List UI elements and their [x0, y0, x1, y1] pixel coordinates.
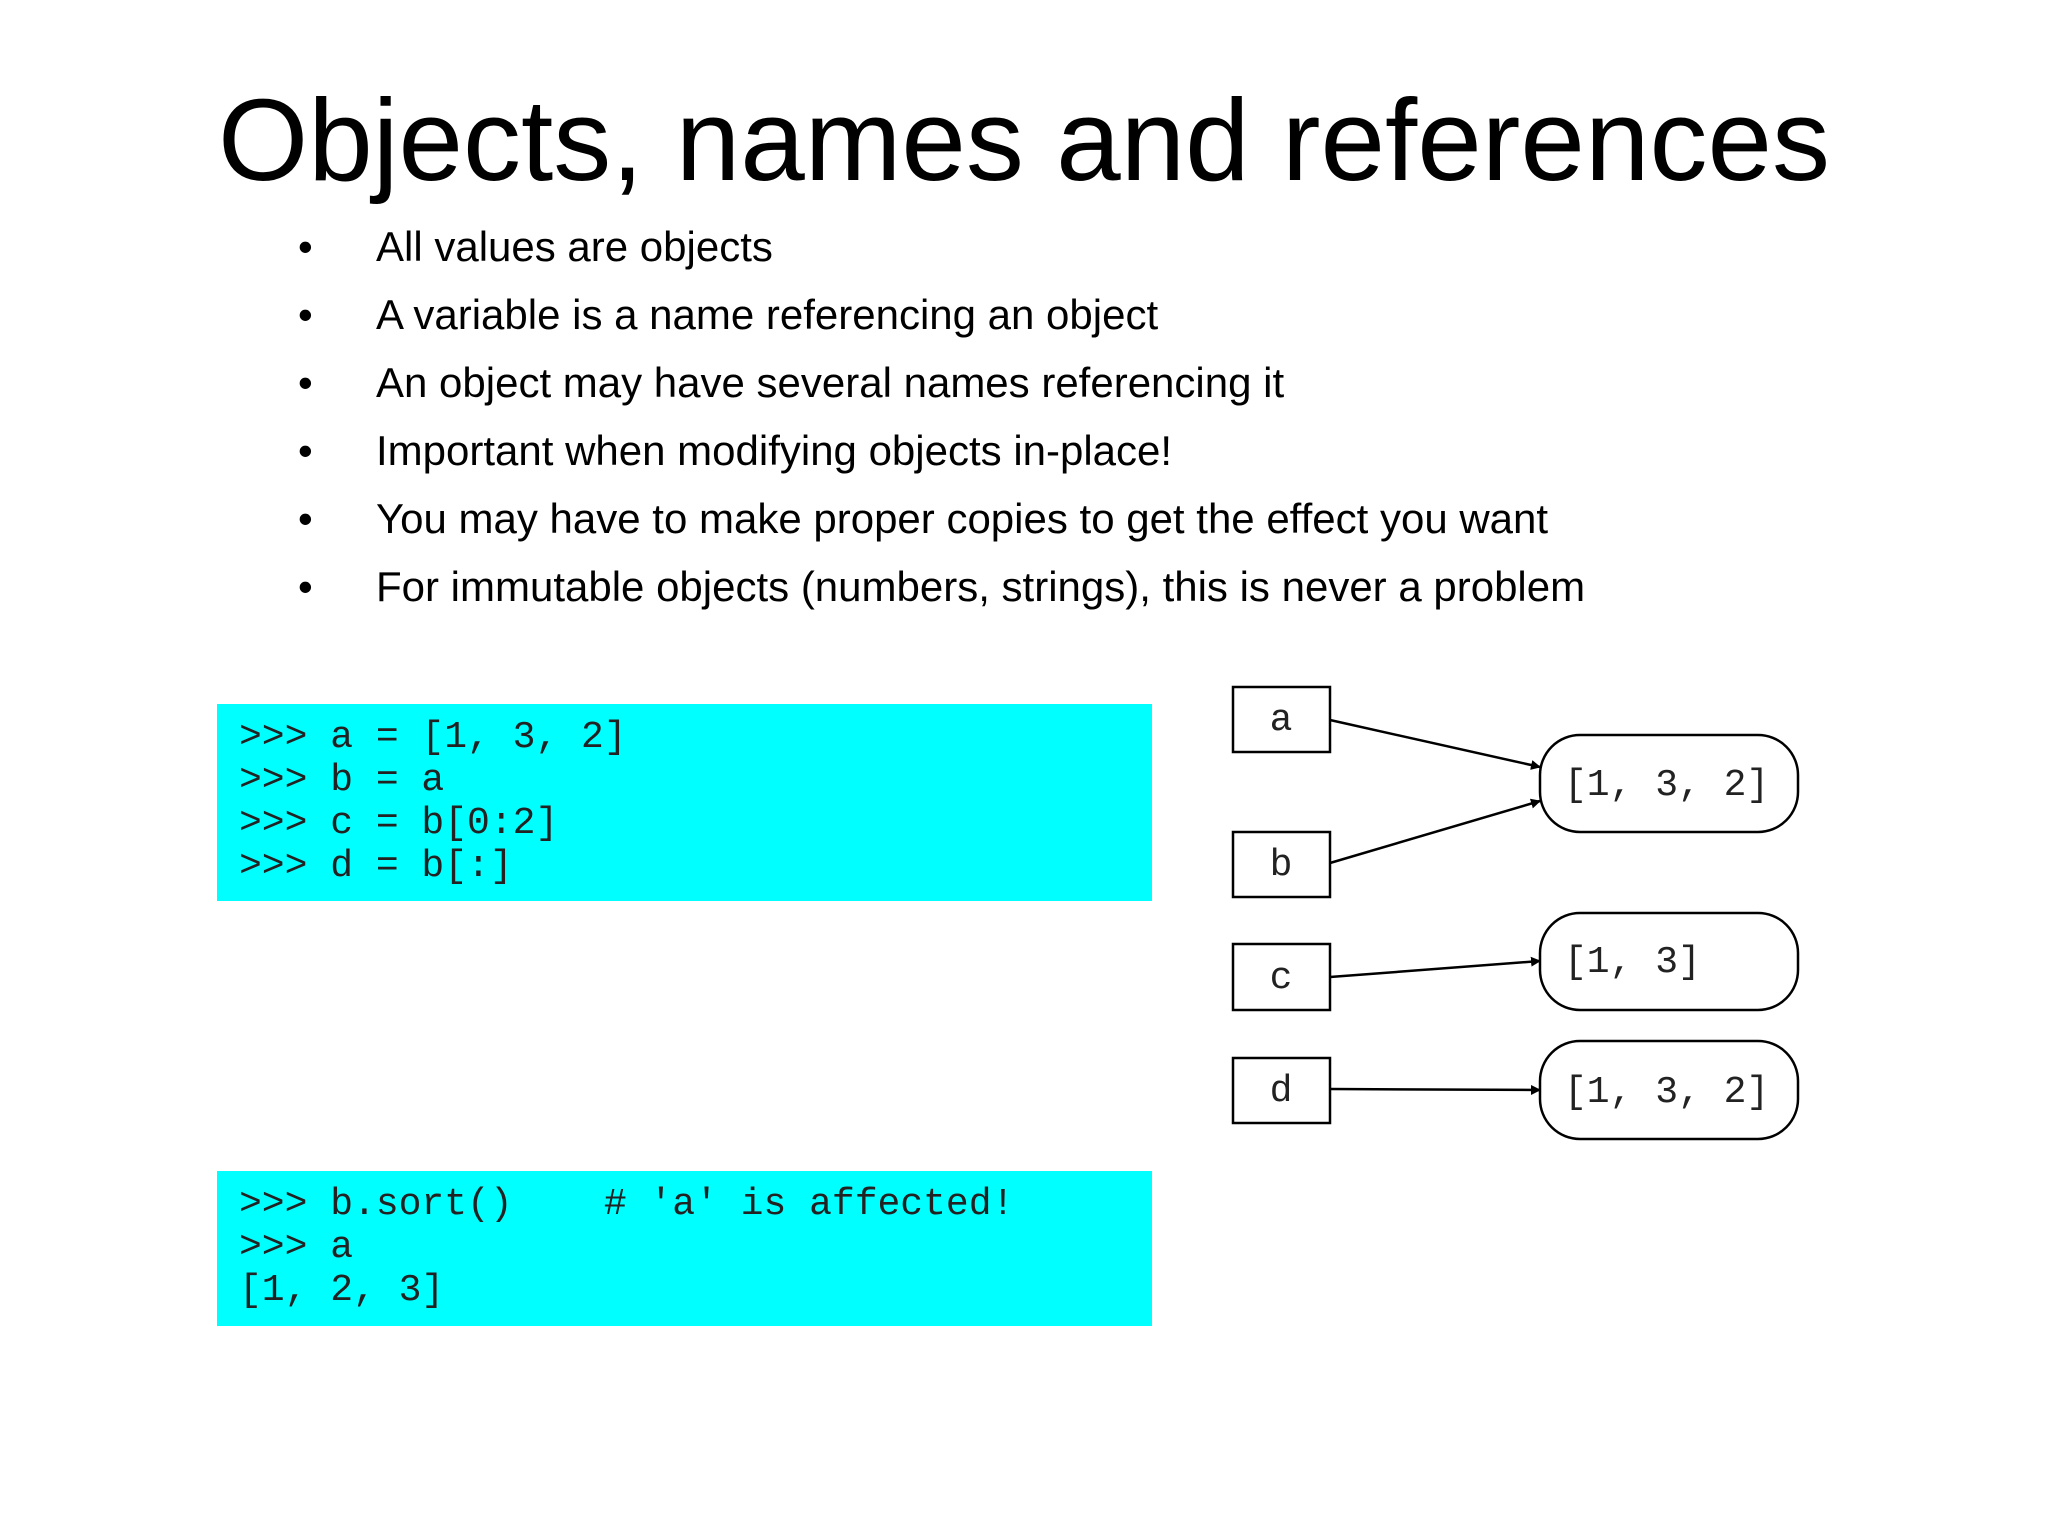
arrow-b-to-object-1	[1329, 798, 1541, 865]
bullet-icon: •	[298, 427, 313, 474]
name-box-b	[1231, 830, 1332, 899]
code-line: >>> a = [1, 3, 2]	[239, 716, 627, 759]
object-label-1: [1, 3, 2]	[1564, 764, 1769, 807]
name-box-a	[1231, 685, 1332, 754]
code-line: >>> a	[239, 1226, 354, 1269]
code-block-assignments: >>> a = [1, 3, 2] >>> b = a >>> c = b[0:…	[217, 704, 1152, 901]
code-line: [1, 2, 3]	[239, 1269, 445, 1312]
code-line: >>> b = a	[239, 759, 445, 802]
object-label-2: [1, 3]	[1564, 941, 1701, 984]
bullet-icon: •	[298, 291, 313, 338]
arrow-c-to-object-2	[1329, 956, 1541, 979]
code-line: >>> b.sort() # 'a' is affected!	[239, 1183, 1015, 1226]
name-label-d: d	[1270, 1070, 1293, 1113]
code-block-sort: >>> b.sort() # 'a' is affected! >>> a [1…	[217, 1171, 1152, 1326]
code-line: >>> c = b[0:2]	[239, 802, 559, 845]
code-line: >>> d = b[:]	[239, 845, 513, 888]
name-label-a: a	[1270, 699, 1293, 742]
bullet-icon: •	[298, 223, 313, 270]
bullet-icon: •	[298, 563, 313, 610]
arrow-a-to-object-1	[1329, 718, 1541, 770]
name-label-c: c	[1270, 957, 1293, 1000]
slide-title: Objects, names and references	[218, 75, 1830, 205]
object-box-1	[1538, 733, 1800, 834]
bullet-icon: •	[298, 359, 313, 406]
name-label-b: b	[1270, 844, 1293, 887]
arrow-d-to-object-3	[1329, 1084, 1541, 1095]
object-label-3: [1, 3, 2]	[1564, 1071, 1769, 1114]
bullet-icon: •	[298, 495, 313, 542]
name-box-d	[1231, 1056, 1332, 1125]
